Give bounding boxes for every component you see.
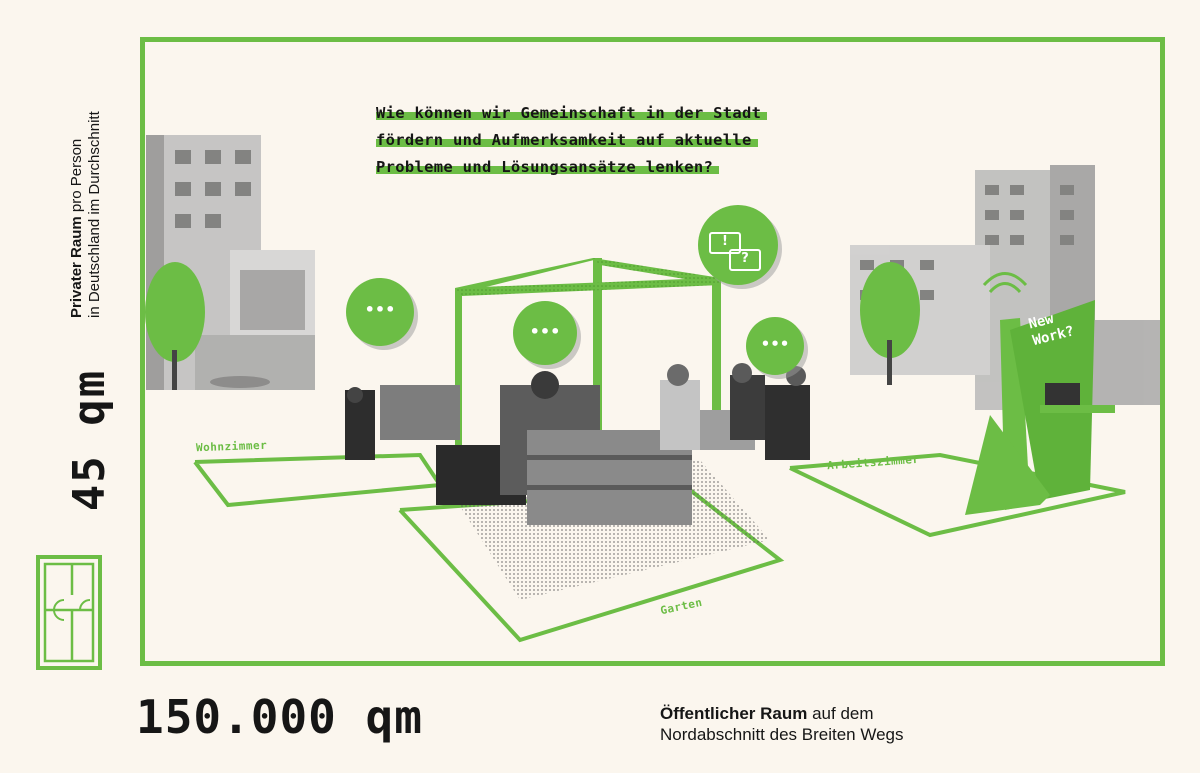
zone-label-living: Wohnzimmer xyxy=(195,438,268,455)
bubble-dots-3: ••• xyxy=(760,335,790,353)
private-area-text: 45 qm xyxy=(64,368,115,512)
bubble-question: ? xyxy=(741,251,749,266)
public-caption-bold: Öffentlicher Raum xyxy=(660,704,808,723)
private-caption-bold: Privater Raum xyxy=(68,216,85,318)
private-space-caption: Privater Raum pro Person in Deutschland … xyxy=(68,38,112,318)
speech-bubbles xyxy=(346,205,808,379)
question-line-2: fördern und Aufmerksamkeit auf aktuelle xyxy=(376,131,758,149)
public-space-caption: Öffentlicher Raum auf dem Nordabschnitt … xyxy=(660,703,980,745)
bubble-dots-1: ••• xyxy=(364,300,396,319)
private-area-value: 45 qm xyxy=(60,340,120,540)
bubble-exclaim: ! xyxy=(722,234,728,249)
public-caption-line-2: Nordabschnitt des Breiten Wegs xyxy=(660,725,904,744)
living-zone xyxy=(193,452,444,508)
public-area-value: 150.000 qm xyxy=(136,690,423,744)
public-caption-rest: auf dem xyxy=(807,704,874,723)
main-question: Wie können wir Gemeinschaft in der Stadt… xyxy=(376,100,876,181)
question-line-1: Wie können wir Gemeinschaft in der Stadt xyxy=(376,104,768,122)
new-work-kiosk xyxy=(965,272,1115,515)
bubble-dots-2: ••• xyxy=(529,322,561,341)
question-line-3: Probleme und Lösungsansätze lenken? xyxy=(376,158,720,176)
people-group xyxy=(345,363,810,525)
private-caption-line-2: in Deutschland im Durchschnitt xyxy=(86,111,103,318)
right-tree xyxy=(860,262,920,385)
public-space-frame xyxy=(140,37,1165,666)
work-zone xyxy=(789,452,1126,538)
left-tree xyxy=(145,262,205,390)
floor-plan-icon xyxy=(36,555,102,670)
private-caption-rest: pro Person xyxy=(68,138,85,217)
